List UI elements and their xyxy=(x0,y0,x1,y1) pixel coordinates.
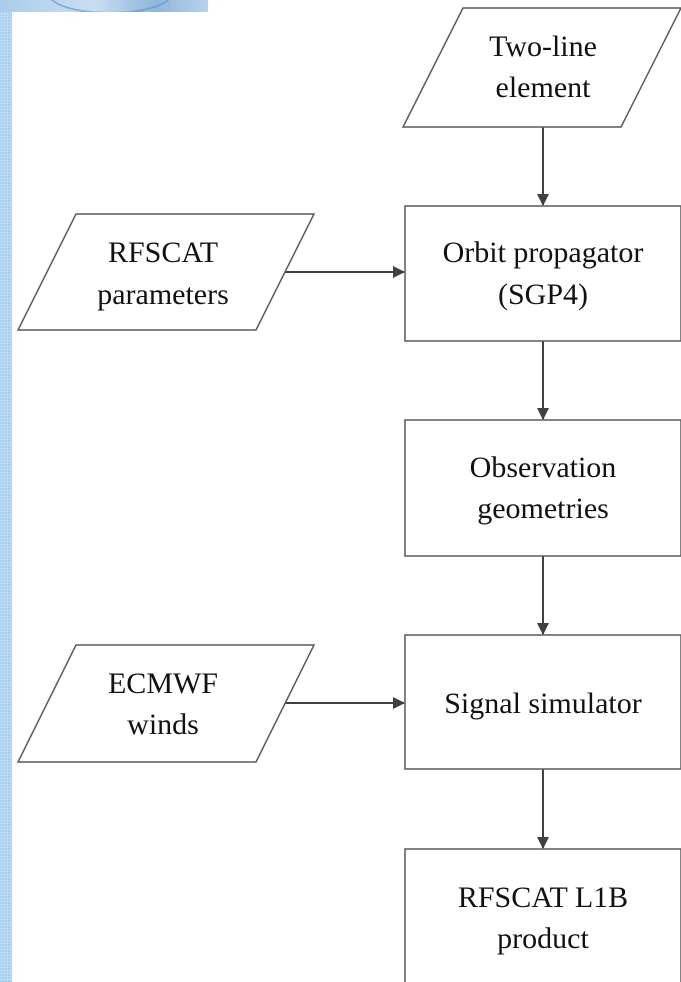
node-two-line-element: Two-line element xyxy=(401,7,681,128)
node-label-line2: (SGP4) xyxy=(498,278,588,311)
node-label-line1: Signal simulator xyxy=(444,687,642,720)
edges xyxy=(285,127,549,849)
node-label-line2: winds xyxy=(127,708,199,741)
node-label-line2: product xyxy=(497,922,589,955)
process-box xyxy=(404,419,681,557)
process-box xyxy=(404,205,681,342)
node-orbit-propagator: Orbit propagator (SGP4) xyxy=(404,205,681,342)
node-observation-geometries: Observation geometries xyxy=(404,419,681,557)
node-rfscat-parameters: RFSCAT parameters xyxy=(16,213,316,331)
process-box xyxy=(404,848,681,982)
node-label-line2: geometries xyxy=(477,492,609,525)
decorative-corner-art xyxy=(0,0,208,12)
node-label-line2: parameters xyxy=(97,278,229,311)
node-label-line1: RFSCAT xyxy=(108,236,218,269)
parallelogram-shape xyxy=(16,644,316,763)
parallelogram-shape xyxy=(16,213,316,331)
node-label-line1: RFSCAT L1B xyxy=(458,881,628,914)
node-label-line2: element xyxy=(496,71,592,104)
node-ecmwf-winds: ECMWF winds xyxy=(16,644,316,763)
parallelogram-shape xyxy=(401,7,681,128)
node-label-line1: Orbit propagator xyxy=(443,236,644,269)
process-box xyxy=(404,634,681,770)
node-signal-simulator: Signal simulator xyxy=(404,634,681,770)
node-label-line1: Observation xyxy=(470,451,617,484)
node-label-line1: ECMWF xyxy=(108,667,218,700)
decorative-side-strip xyxy=(0,0,12,982)
node-rfscat-l1b-product: RFSCAT L1B product xyxy=(404,848,681,982)
node-label-line1: Two-line xyxy=(489,30,597,63)
